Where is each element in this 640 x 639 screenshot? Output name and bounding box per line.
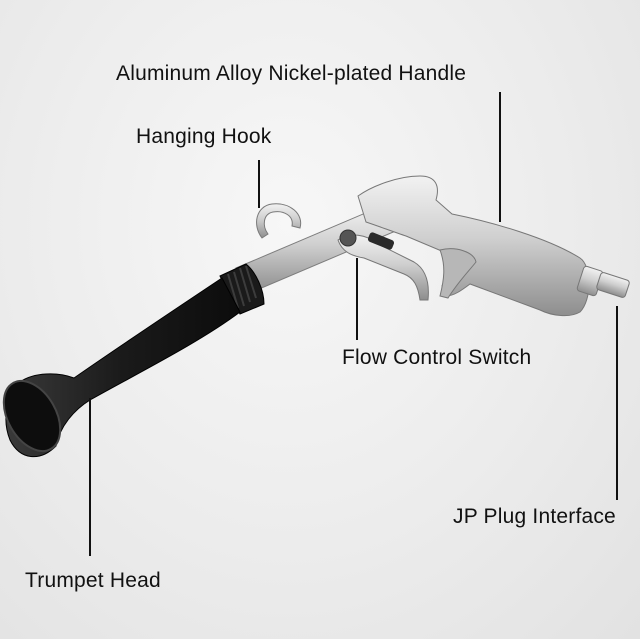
trumpet-head [5,277,241,458]
trigger-slot [367,232,395,250]
jp-plug-tip [596,272,630,298]
handle-grip-lower [439,248,477,299]
label-handle: Aluminum Alloy Nickel-plated Handle [116,62,467,85]
label-trumpet-head: Trumpet Head [25,569,161,592]
label-hanging-hook: Hanging Hook [136,125,272,148]
hanging-hook [256,203,302,239]
flow-control-knob [339,229,357,247]
label-jp-plug-interface: JP Plug Interface [453,505,616,528]
trumpet-opening [2,379,62,453]
label-flow-control-switch: Flow Control Switch [342,346,532,369]
